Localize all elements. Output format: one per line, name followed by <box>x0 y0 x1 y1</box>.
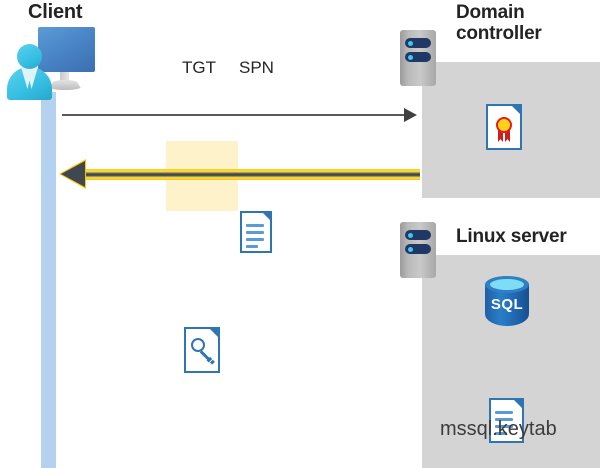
keytab-file-label: mssql.keytab <box>440 418 557 440</box>
person-head-icon <box>17 44 42 69</box>
certificate-document-icon <box>486 104 522 150</box>
domain-controller-server-icon <box>400 30 436 86</box>
server-bar-icon <box>405 38 431 48</box>
monitor-base-icon <box>48 80 82 90</box>
server-bar-icon <box>405 244 431 254</box>
sql-database-label: SQL <box>490 296 524 313</box>
request-arrow-head-icon <box>404 108 417 122</box>
sql-database-icon: SQL <box>485 276 529 332</box>
tgt-label: TGT <box>182 58 216 77</box>
client-lifeline <box>41 92 56 468</box>
key-icon <box>191 338 215 365</box>
server-bar-icon <box>405 52 431 62</box>
server-bar-icon <box>405 230 431 240</box>
service-ticket-key-document-icon <box>184 327 220 373</box>
domain-controller-title: Domain controller <box>456 2 542 45</box>
linux-server-title: Linux server <box>456 226 567 247</box>
spn-document-icon <box>240 211 272 253</box>
request-arrow-line <box>62 114 412 116</box>
client-icon <box>5 25 95 103</box>
response-arrow-line <box>80 169 420 180</box>
monitor-neck-icon <box>60 72 69 82</box>
client-title: Client <box>28 1 83 23</box>
keytab-document-icon <box>489 398 524 443</box>
monitor-screen-icon <box>38 27 95 72</box>
response-arrow-head-icon <box>61 161 85 187</box>
spn-label: SPN <box>239 58 274 77</box>
linux-server-icon <box>400 222 436 278</box>
